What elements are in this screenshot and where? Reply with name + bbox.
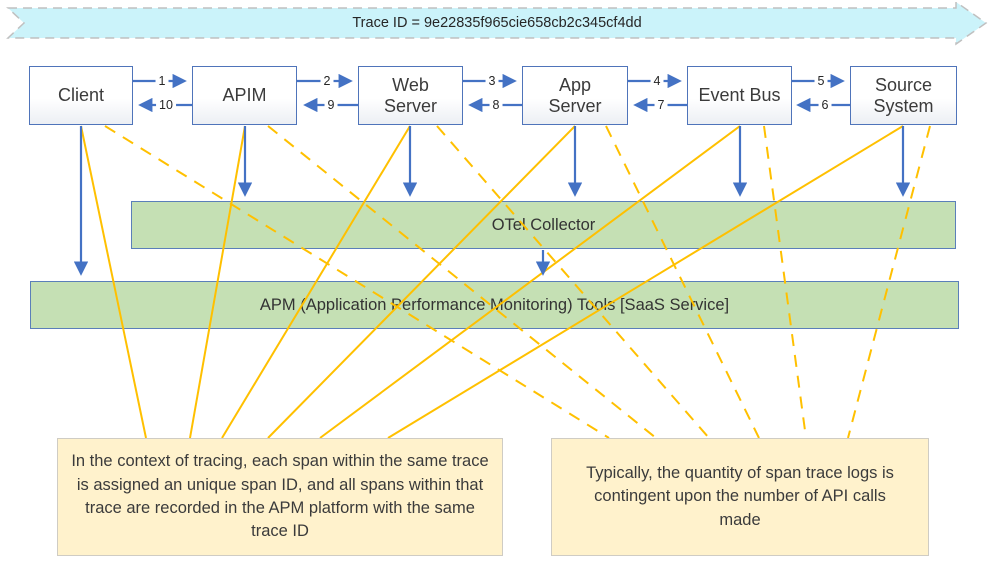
callout-api-calls-text: Typically, the quantity of span trace lo… [586, 463, 894, 529]
node-event-bus-label: Event Bus [698, 85, 781, 105]
node-client: Client [29, 66, 133, 125]
apm-tools-label: APM (Application Performance Monitoring)… [259, 295, 730, 314]
flow-label-5: 5 [814, 74, 828, 88]
node-app-server: App Server [522, 66, 628, 125]
flow-label-10: 10 [156, 98, 176, 112]
flow-label-7: 7 [654, 98, 668, 112]
node-web-server-label: Web Server [383, 74, 437, 116]
node-apim: APIM [192, 66, 297, 125]
callout-api-calls-note: Typically, the quantity of span trace lo… [551, 438, 929, 556]
flow-label-8: 8 [489, 98, 503, 112]
flow-label-3: 3 [485, 74, 499, 88]
telemetry-arrows [73, 126, 911, 276]
node-apim-label: APIM [222, 85, 267, 105]
node-app-server-label: App Server [548, 74, 602, 116]
node-source-system-label: Source System [873, 74, 934, 116]
flow-label-1: 1 [155, 74, 169, 88]
apm-tools-bar: APM (Application Performance Monitoring)… [30, 281, 959, 329]
otel-collector-bar: OTel Collector [131, 201, 956, 249]
node-web-server: Web Server [358, 66, 463, 125]
flow-label-2: 2 [320, 74, 334, 88]
flow-label-4: 4 [650, 74, 664, 88]
node-client-label: Client [57, 85, 105, 105]
node-event-bus: Event Bus [687, 66, 792, 125]
node-source-system: Source System [850, 66, 957, 125]
callout-span-id-text: In the context of tracing, each span wit… [71, 452, 489, 541]
flow-label-9: 9 [324, 98, 338, 112]
callout-span-id-note: In the context of tracing, each span wit… [57, 438, 503, 556]
flow-label-6: 6 [818, 98, 832, 112]
trace-id-label: Trace ID = 9e22835f965cie658cb2c345cf4dd [352, 15, 642, 31]
otel-collector-label: OTel Collector [491, 215, 596, 234]
